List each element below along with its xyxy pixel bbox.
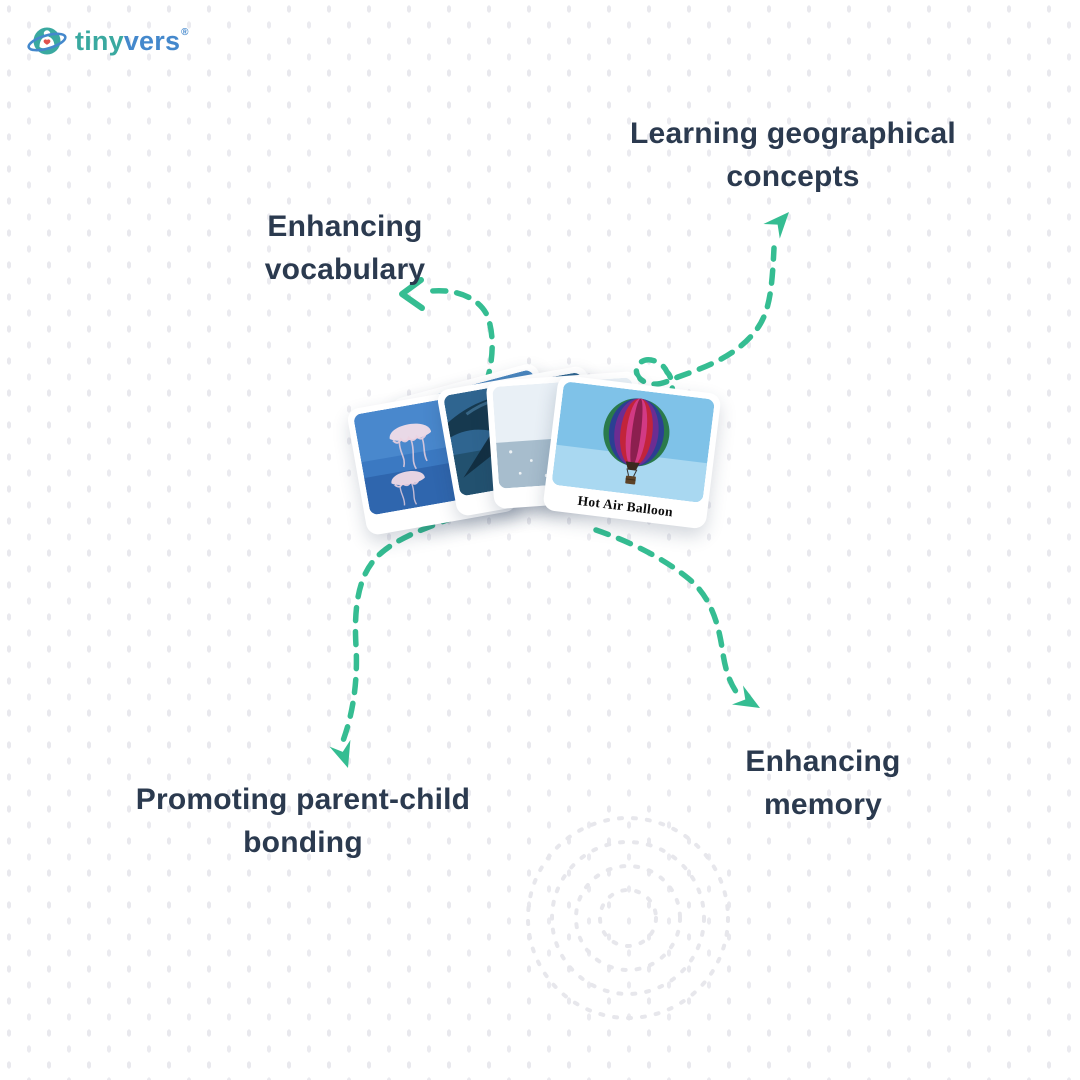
benefit-label-vocabulary: Enhancing vocabulary — [265, 205, 425, 291]
flashcard-hot-air-balloon: Hot Air Balloon — [542, 374, 722, 530]
benefit-bonding-line1: Promoting parent-child — [135, 783, 471, 816]
benefit-label-bonding: Promoting parent-child bonding — [136, 778, 470, 864]
benefit-vocabulary-line1: Enhancing — [267, 210, 423, 243]
registered-mark: ® — [181, 26, 189, 38]
benefit-memory-line1: Enhancing — [745, 745, 901, 778]
benefit-geography-line2: concepts — [726, 160, 860, 193]
brand-name-part2: vers — [123, 25, 181, 56]
brand-name-part1: tiny — [75, 25, 124, 56]
benefit-vocabulary-line2: vocabulary — [264, 253, 426, 286]
benefit-label-geography: Learning geographical concepts — [630, 112, 956, 198]
benefit-label-memory: Enhancing memory — [745, 740, 900, 826]
globe-parent-child-icon — [27, 27, 67, 55]
hot-air-balloon-illustration — [551, 381, 715, 503]
benefit-bonding-line2: bonding — [243, 826, 363, 859]
benefit-memory-line2: memory — [764, 788, 882, 821]
benefit-geography-line1: Learning geographical — [630, 117, 956, 150]
